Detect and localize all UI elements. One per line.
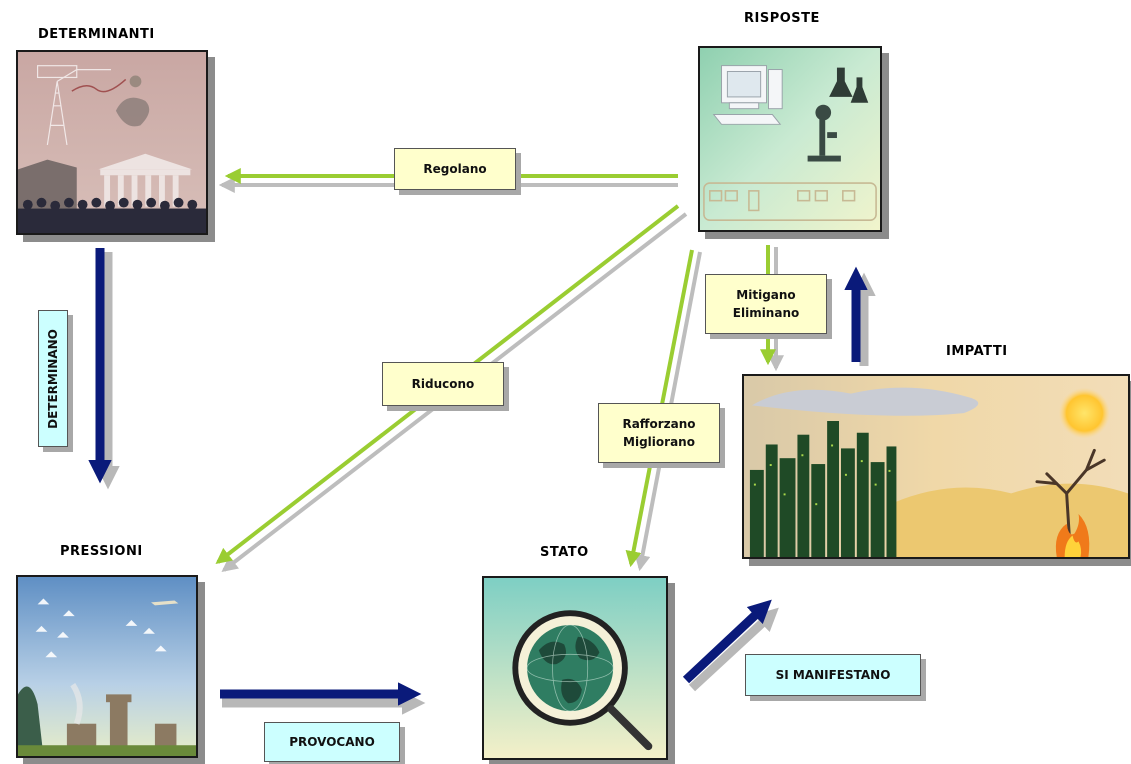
label-mitigano-eliminano-text: Mitigano Eliminano xyxy=(732,288,800,320)
label-regolano: Regolano xyxy=(394,148,516,190)
label-rafforzano-migliorano-text: Rafforzano Migliorano xyxy=(622,417,696,449)
title-risposte: RISPOSTE xyxy=(744,11,820,26)
label-riducono-text: Riducono xyxy=(411,377,475,391)
title-determinanti: DETERMINANTI xyxy=(38,27,155,42)
arrow-si-manifestano-shadow xyxy=(688,607,779,692)
panel-determinanti xyxy=(16,50,208,235)
label-si-manifestano: SI MANIFESTANO xyxy=(745,654,921,696)
label-mitigano-eliminano: Mitigano Eliminano xyxy=(705,274,827,334)
pressioni-illustration xyxy=(18,577,196,756)
label-provocano: PROVOCANO xyxy=(264,722,400,762)
arrow-si-manifestano xyxy=(682,599,772,684)
label-determinano-text: DETERMINANO xyxy=(46,328,60,429)
label-si-manifestano-text: SI MANIFESTANO xyxy=(775,668,891,682)
label-determinano: DETERMINANO xyxy=(38,310,68,447)
label-regolano-text: Regolano xyxy=(423,162,487,176)
label-riducono: Riducono xyxy=(382,362,504,406)
panel-stato xyxy=(482,576,668,760)
title-impatti: IMPATTI xyxy=(946,344,1008,359)
determinanti-illustration xyxy=(18,52,206,233)
label-provocano-text: PROVOCANO xyxy=(289,735,375,749)
risposte-illustration xyxy=(700,48,880,230)
panel-impatti xyxy=(742,374,1130,559)
label-rafforzano-migliorano: Rafforzano Migliorano xyxy=(598,403,720,463)
stato-illustration xyxy=(484,578,666,758)
impatti-illustration xyxy=(744,376,1128,557)
title-stato: STATO xyxy=(540,545,589,560)
title-pressioni: PRESSIONI xyxy=(60,544,143,559)
panel-risposte xyxy=(698,46,882,232)
panel-pressioni xyxy=(16,575,198,758)
